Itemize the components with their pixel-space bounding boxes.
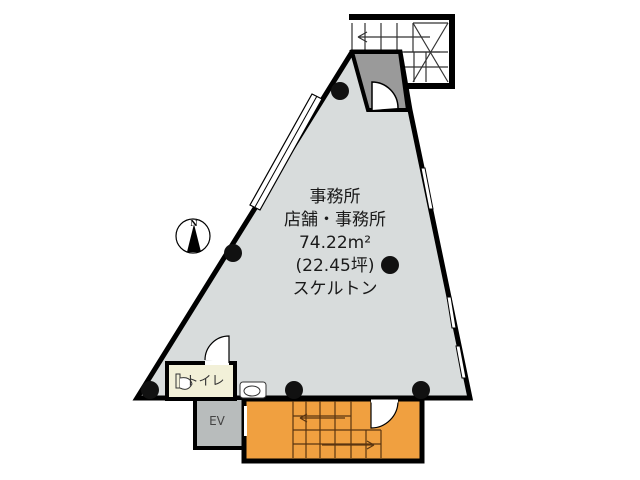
room-condition: スケルトン xyxy=(292,279,378,299)
area-unit: m² xyxy=(347,233,372,253)
room-use-allowed: 店舗・事務所 xyxy=(284,210,386,230)
room-info: 事務所 店舗・事務所 74.22m² (22.45坪) スケルトン xyxy=(250,186,420,301)
svg-text:N: N xyxy=(190,218,197,228)
bottom-staircase xyxy=(292,401,382,458)
compass-icon: N xyxy=(175,218,211,254)
room-use-current: 事務所 xyxy=(309,187,361,207)
elevator-label: EV xyxy=(209,414,225,428)
toilet-label: トイレ xyxy=(185,374,225,389)
toilet-room xyxy=(165,335,237,401)
elevator-shaft xyxy=(193,396,247,450)
room-area-tsubo: (22.45坪) xyxy=(295,256,375,276)
left-window xyxy=(249,93,323,211)
washbasin xyxy=(239,381,267,399)
room-area: 74.22m² xyxy=(298,233,372,253)
right-windows xyxy=(420,167,467,379)
structural-columns xyxy=(141,82,430,399)
